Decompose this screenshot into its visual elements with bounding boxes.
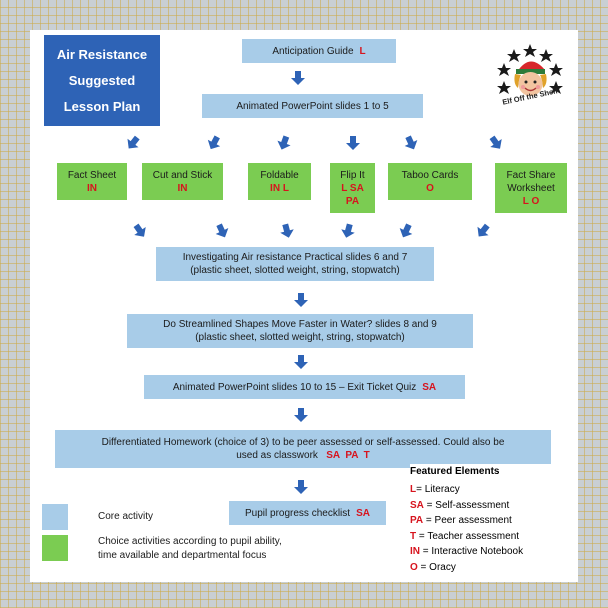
choice-fact-sheet: Fact Sheet IN (57, 163, 127, 200)
arrow-down-left-icon (277, 135, 291, 150)
homework-line-1: Differentiated Homework (choice of 3) to… (101, 437, 505, 448)
featured-item: SA = Self-assessment (410, 498, 560, 514)
lesson-plan-card: Air Resistance Suggested Lesson Plan Elf… (30, 30, 578, 582)
legend-choice-line-1: Choice activities according to pupil abi… (98, 536, 282, 547)
featured-item: T = Teacher assessment (410, 529, 560, 545)
featured-item: L= Literacy (410, 482, 560, 498)
arrow-down-right-icon (404, 135, 418, 150)
choice-label-2: Worksheet (507, 182, 555, 194)
homework-box: Differentiated Homework (choice of 3) to… (55, 430, 551, 468)
legend-core-label: Core activity (98, 511, 154, 522)
anticipation-guide-codes: L (359, 45, 366, 57)
featured-item: PA = Peer assessment (410, 513, 560, 529)
checklist-codes: SA (356, 507, 370, 519)
featured-desc: = Peer assessment (423, 515, 512, 526)
choice-label: Foldable (260, 169, 299, 181)
featured-desc: = Interactive Notebook (420, 546, 524, 557)
featured-desc: = Self-assessment (423, 499, 510, 511)
featured-code: L (410, 484, 417, 495)
arrow-down-icon (346, 136, 360, 150)
choice-label: Taboo Cards (401, 169, 459, 181)
checklist-label: Pupil progress checklist (245, 507, 351, 519)
featured-item: IN = Interactive Notebook (410, 544, 560, 560)
investigating-line-1: Investigating Air resistance Practical s… (182, 252, 408, 263)
legend-core-swatch (42, 504, 68, 530)
featured-item: O = Oracy (410, 560, 560, 576)
title-line-1: Air Resistance (56, 46, 148, 62)
choice-foldable: Foldable IN L (248, 163, 311, 200)
featured-code: O (410, 561, 418, 573)
arrow-down-left-icon (207, 135, 221, 150)
choice-codes: L O (522, 195, 540, 207)
arrow-down-right-icon (280, 223, 294, 238)
legend-choice-line-2: time available and departmental focus (98, 550, 267, 561)
featured-desc: = Literacy (416, 484, 460, 495)
arrow-down-left-icon (341, 223, 355, 238)
choice-label: Flip It (340, 169, 365, 181)
anticipation-guide-label: Anticipation Guide (272, 45, 354, 57)
featured-elements-title: Featured Elements (410, 466, 500, 477)
arrow-down-left-icon (127, 135, 140, 149)
choice-label: Fact Share (506, 169, 556, 181)
arrow-down-right-icon (489, 135, 502, 149)
streamlined-line-2: (plastic sheet, slotted weight, string, … (195, 332, 405, 343)
arrow-down-left-icon (399, 223, 413, 238)
checklist-box: Pupil progress checklist SA (229, 501, 386, 525)
slides-1-5-label: Animated PowerPoint slides 1 to 5 (236, 100, 389, 112)
streamlined-box: Do Streamlined Shapes Move Faster in Wat… (127, 314, 473, 348)
choice-cut-and-stick: Cut and Stick IN (142, 163, 223, 200)
featured-elements-key: Featured Elements L= Literacy SA = Self-… (410, 464, 560, 575)
choice-codes: IN (87, 182, 97, 194)
arrow-down-icon (294, 408, 308, 422)
featured-desc: = Oracy (417, 561, 456, 573)
choice-label: Cut and Stick (152, 169, 213, 181)
investigating-line-2: (plastic sheet, slotted weight, string, … (190, 265, 400, 276)
arrow-down-icon (294, 293, 308, 307)
featured-code: PA (410, 515, 424, 526)
arrow-down-icon (291, 71, 305, 85)
investigating-box: Investigating Air resistance Practical s… (156, 247, 434, 281)
lesson-plan-title: Air Resistance Suggested Lesson Plan (44, 35, 160, 126)
featured-code: T (410, 530, 417, 542)
arrow-down-right-icon (133, 223, 146, 237)
legend-choice-label: Choice activities according to pupil abi… (98, 535, 282, 563)
slides-10-15-label: Animated PowerPoint slides 10 to 15 – Ex… (172, 381, 417, 393)
featured-code: SA (410, 499, 424, 511)
streamlined-line-1: Do Streamlined Shapes Move Faster in Wat… (163, 319, 437, 330)
choice-flip-it: Flip It L SA PA (330, 163, 375, 213)
arrow-down-icon (294, 355, 308, 369)
choice-codes: IN (177, 182, 188, 194)
title-line-3: Lesson Plan (63, 98, 141, 114)
legend-choice-swatch (42, 535, 68, 561)
featured-code: IN (410, 546, 420, 557)
choice-codes: L SA (341, 182, 364, 194)
elf-face-with-stars-icon (497, 44, 563, 96)
choice-codes-2: PA (345, 195, 360, 207)
slides-10-15-box: Animated PowerPoint slides 10 to 15 – Ex… (144, 375, 465, 399)
choice-fact-share-worksheet: Fact Share Worksheet L O (495, 163, 567, 213)
anticipation-guide-box: Anticipation Guide L (242, 39, 396, 63)
slides-10-15-codes: SA (422, 381, 437, 393)
choice-label: Fact Sheet (67, 169, 117, 181)
choice-codes: O (426, 182, 434, 194)
featured-desc: = Teacher assessment (416, 530, 520, 542)
title-line-2: Suggested (68, 72, 136, 88)
homework-line-2: used as classwork (236, 450, 318, 461)
arrow-down-left-icon (477, 223, 490, 237)
slides-1-5-box: Animated PowerPoint slides 1 to 5 (202, 94, 423, 118)
arrow-down-right-icon (215, 223, 229, 238)
homework-codes: SA PA T (326, 450, 370, 461)
choice-codes: IN L (270, 182, 289, 194)
arrow-down-icon (294, 480, 308, 494)
choice-taboo-cards: Taboo Cards O (388, 163, 472, 200)
